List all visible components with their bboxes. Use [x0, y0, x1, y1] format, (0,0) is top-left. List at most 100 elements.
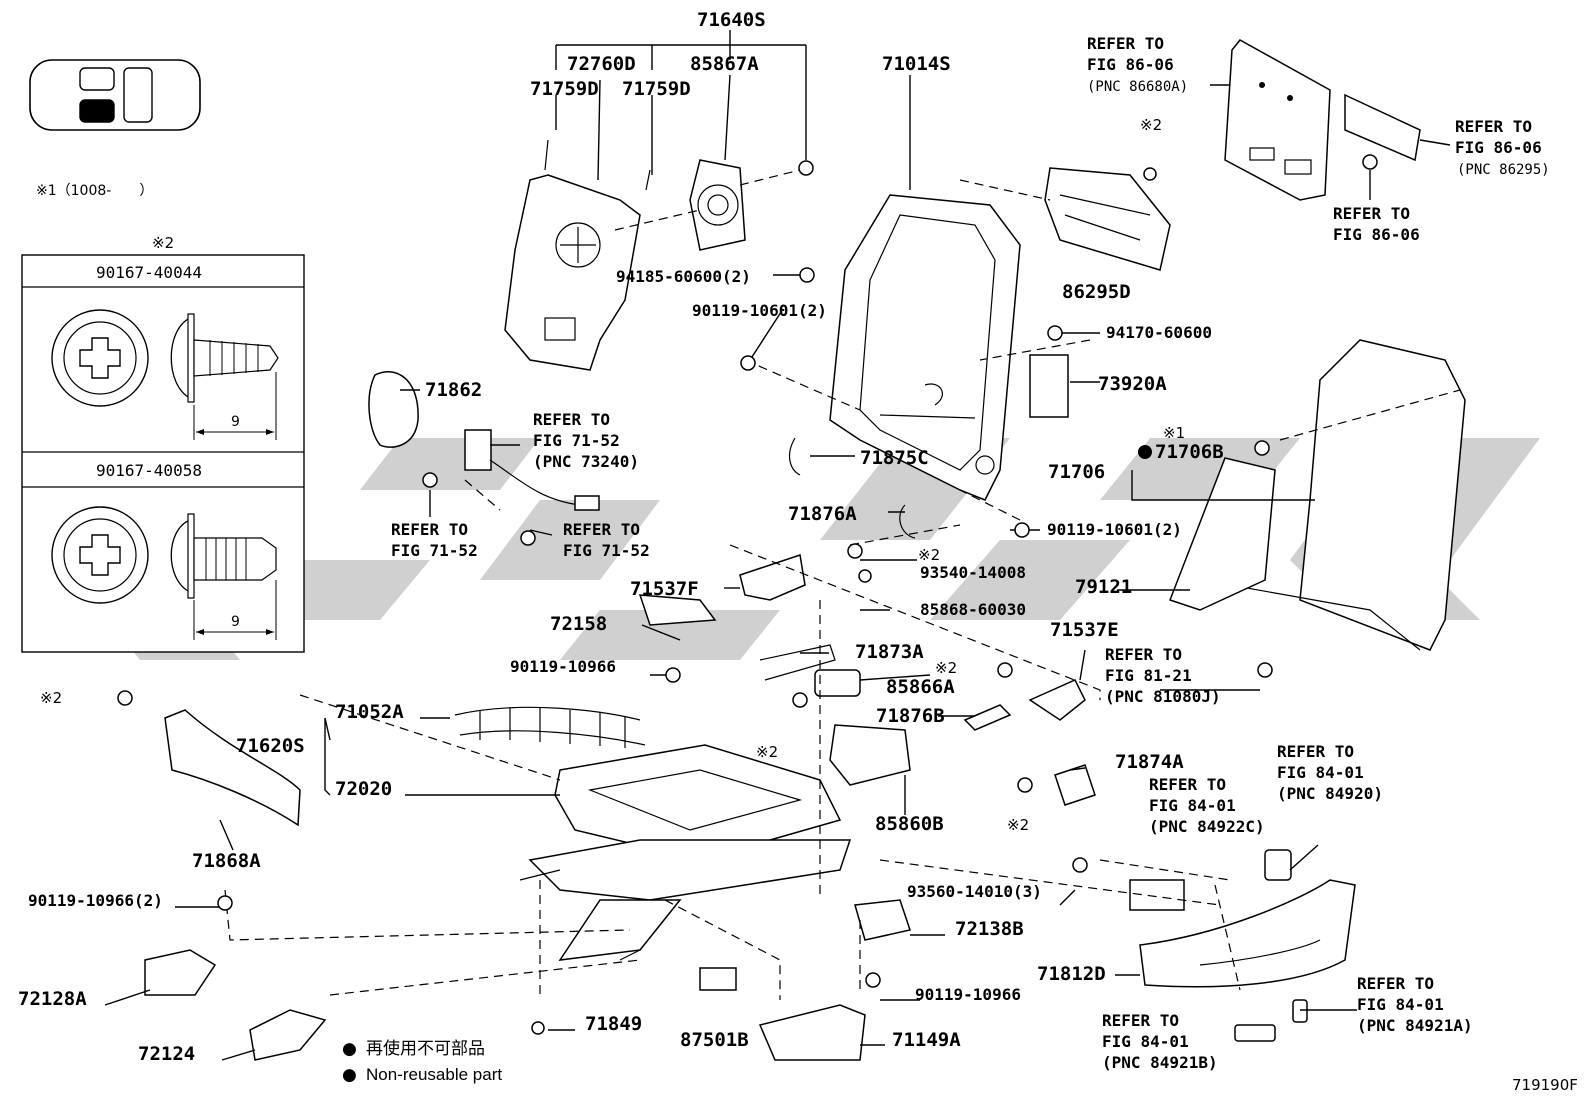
knob-84921A [1292, 999, 1308, 1023]
label-71014S[interactable]: 71014S [882, 53, 951, 75]
side-shield-71868A [164, 709, 301, 827]
ref-7152b-1[interactable]: REFER TO [563, 520, 640, 539]
label-71875C[interactable]: 71875C [860, 447, 929, 469]
label-90119-10966-2[interactable]: 90119-10966(2) [28, 891, 163, 910]
condition-note: ※1（1008- ） [36, 183, 153, 199]
label-72128A[interactable]: 72128A [18, 988, 87, 1010]
seat-spring-71052A [454, 706, 646, 748]
legend: ● 再使用不可部品 ● Non-reusable part [342, 1038, 502, 1085]
label-71874A[interactable]: 71874A [1115, 751, 1184, 773]
ref-84921B-1[interactable]: REFER TO [1102, 1011, 1179, 1030]
label-71862[interactable]: 71862 [425, 379, 482, 401]
label-71706B[interactable]: 71706B [1155, 441, 1224, 463]
label-71759D-a[interactable]: 71759D [530, 78, 599, 100]
seatback-rear-panel [504, 139, 651, 371]
fasteners [117, 154, 1378, 1035]
label-71876B[interactable]: 71876B [876, 705, 945, 727]
ref-81080J-3[interactable]: (PNC 81080J) [1105, 687, 1221, 706]
label-94185[interactable]: 94185-60600(2) [616, 267, 751, 286]
ref-8606-2[interactable]: FIG 86-06 [1333, 225, 1420, 244]
mark-2-a: ※2 [1140, 116, 1162, 134]
label-73920A[interactable]: 73920A [1098, 373, 1167, 395]
refer-blocks: REFER TO FIG 86-06 (PNC 86680A) REFER TO… [391, 34, 1550, 1072]
label-71640S[interactable]: 71640S [697, 9, 766, 31]
label-85868[interactable]: 85868-60030 [920, 600, 1026, 619]
leader-lines [104, 30, 1451, 1061]
label-71537E[interactable]: 71537E [1050, 619, 1119, 641]
cover-72138B [854, 899, 911, 941]
ref-86295-2[interactable]: FIG 86-06 [1455, 138, 1542, 157]
label-71537F[interactable]: 71537F [630, 578, 699, 600]
ref-84921B-3[interactable]: (PNC 84921B) [1102, 1053, 1218, 1072]
label-71876A[interactable]: 71876A [788, 503, 857, 525]
ref-84922C-3[interactable]: (PNC 84922C) [1149, 817, 1265, 836]
ref-86680A-2[interactable]: FIG 86-06 [1087, 55, 1174, 74]
label-71868A[interactable]: 71868A [192, 850, 261, 872]
ref-86680A-3[interactable]: (PNC 86680A) [1087, 79, 1188, 95]
label-71052A[interactable]: 71052A [335, 701, 404, 723]
label-90119-10966-a[interactable]: 90119-10966 [510, 657, 616, 676]
label-90119-10601-b[interactable]: 90119-10601(2) [1047, 520, 1182, 539]
knob-84921B [1234, 1024, 1276, 1042]
ref-84920-1[interactable]: REFER TO [1277, 742, 1354, 761]
label-93540[interactable]: 93540-14008 [920, 563, 1026, 582]
headrest-support-71862 [368, 371, 419, 448]
label-85860B[interactable]: 85860B [875, 813, 944, 835]
label-72124[interactable]: 72124 [138, 1043, 195, 1065]
ref-73240-3[interactable]: (PNC 73240) [533, 452, 639, 471]
back-panel-86680A [1224, 39, 1331, 201]
cover-71876B [963, 704, 1012, 731]
ref-84921A-2[interactable]: FIG 84-01 [1357, 995, 1444, 1014]
ref-7152a-1[interactable]: REFER TO [391, 520, 468, 539]
label-71849[interactable]: 71849 [585, 1013, 642, 1035]
seat-position-icon [29, 59, 201, 131]
ref-84921B-2[interactable]: FIG 84-01 [1102, 1032, 1189, 1051]
ref-84920-3[interactable]: (PNC 84920) [1277, 784, 1383, 803]
label-71812D[interactable]: 71812D [1037, 963, 1106, 985]
label-86295D[interactable]: 86295D [1062, 281, 1131, 303]
ref-7152a-2[interactable]: FIG 71-52 [391, 541, 478, 560]
seat-cushion-frame-72020 [554, 744, 842, 861]
label-93560[interactable]: 93560-14010(3) [907, 882, 1042, 901]
ref-7152b-2[interactable]: FIG 71-52 [563, 541, 650, 560]
label-79121[interactable]: 79121 [1075, 576, 1132, 598]
ref-73240-2[interactable]: FIG 71-52 [533, 431, 620, 450]
ref-8606-1[interactable]: REFER TO [1333, 204, 1410, 223]
label-71620S[interactable]: 71620S [236, 735, 305, 757]
ref-84921A-1[interactable]: REFER TO [1357, 974, 1434, 993]
assembly-dash-lines [224, 169, 1461, 1000]
label-71149A[interactable]: 71149A [892, 1029, 961, 1051]
bracket-71873A [759, 644, 836, 681]
bracket-71537E [1028, 679, 1086, 721]
legend-bullet-en: ● [342, 1065, 357, 1085]
label-85866A[interactable]: 85866A [886, 676, 955, 698]
legend-bullet-jp: ● [342, 1039, 357, 1059]
label-71706[interactable]: 71706 [1048, 461, 1105, 483]
ref-84921A-3[interactable]: (PNC 84921A) [1357, 1016, 1473, 1035]
seat-cushion-cover-79121 [1169, 457, 1276, 611]
ref-84922C-2[interactable]: FIG 84-01 [1149, 796, 1236, 815]
label-72760D[interactable]: 72760D [567, 53, 636, 75]
back-board-86295D [1044, 167, 1171, 271]
label-71873A[interactable]: 71873A [855, 641, 924, 663]
label-90119-10966-b[interactable]: 90119-10966 [915, 985, 1021, 1004]
ref-81080J-2[interactable]: FIG 81-21 [1105, 666, 1192, 685]
label-90119-10601-a[interactable]: 90119-10601(2) [692, 301, 827, 320]
connector-87501B [699, 967, 737, 991]
label-71759D-b[interactable]: 71759D [622, 78, 691, 100]
label-94170[interactable]: 94170-60600 [1106, 323, 1212, 342]
mark-2-d: ※2 [40, 689, 62, 707]
bracket-71537F [739, 554, 806, 601]
label-72020[interactable]: 72020 [335, 778, 392, 800]
label-85867A[interactable]: 85867A [690, 53, 759, 75]
label-87501B[interactable]: 87501B [680, 1029, 749, 1051]
ref-86295-3[interactable]: (PNC 86295) [1457, 162, 1550, 178]
ref-86295-1[interactable]: REFER TO [1455, 117, 1532, 136]
ref-84922C-1[interactable]: REFER TO [1149, 775, 1226, 794]
label-72158[interactable]: 72158 [550, 613, 607, 635]
ref-73240-1[interactable]: REFER TO [533, 410, 610, 429]
ref-86680A-1[interactable]: REFER TO [1087, 34, 1164, 53]
label-72138B[interactable]: 72138B [955, 918, 1024, 940]
ref-84920-2[interactable]: FIG 84-01 [1277, 763, 1364, 782]
ref-81080J-1[interactable]: REFER TO [1105, 645, 1182, 664]
